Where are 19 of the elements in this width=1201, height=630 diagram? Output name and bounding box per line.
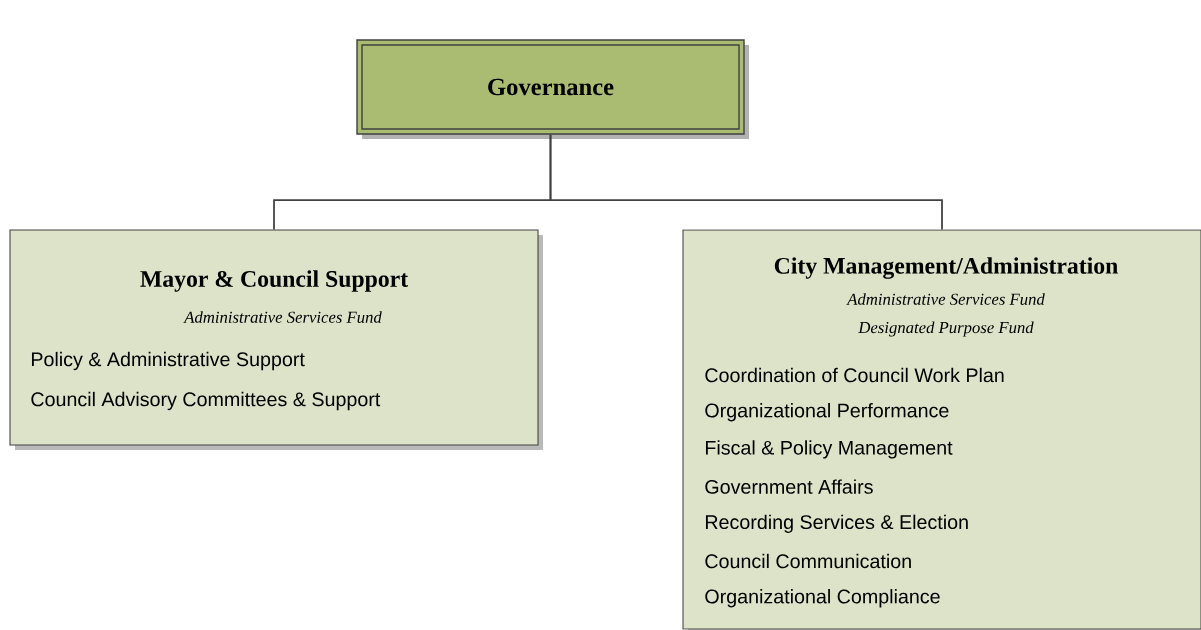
org-box	[9, 229, 543, 450]
list-item: Coordination of Council Work Plan	[705, 367, 1004, 383]
connector-line	[549, 133, 943, 231]
list-item: Fiscal & Policy Management	[706, 440, 953, 459]
heading: Governance	[488, 78, 614, 96]
list-item: Organizational Performance	[705, 403, 949, 422]
org-box	[356, 39, 749, 139]
list-item: Recording Services & Election	[706, 514, 968, 533]
fund-label: Designated Purpose Fund	[858, 321, 1034, 337]
list-item: Government Affairs	[705, 479, 873, 494]
heading: Mayor & Council Support	[140, 270, 408, 292]
org-box	[682, 229, 1201, 630]
fund-label: Administrative Services Fund	[183, 311, 382, 323]
heading: City Management/Administration	[774, 257, 1118, 279]
list-item: Policy & Administrative Support	[32, 351, 305, 371]
list-item: Council Communication	[705, 553, 911, 569]
list-item: Council Advisory Committees & Support	[31, 391, 381, 411]
list-item: Organizational Compliance	[705, 589, 940, 608]
fund-label: Administrative Services Fund	[846, 293, 1045, 305]
